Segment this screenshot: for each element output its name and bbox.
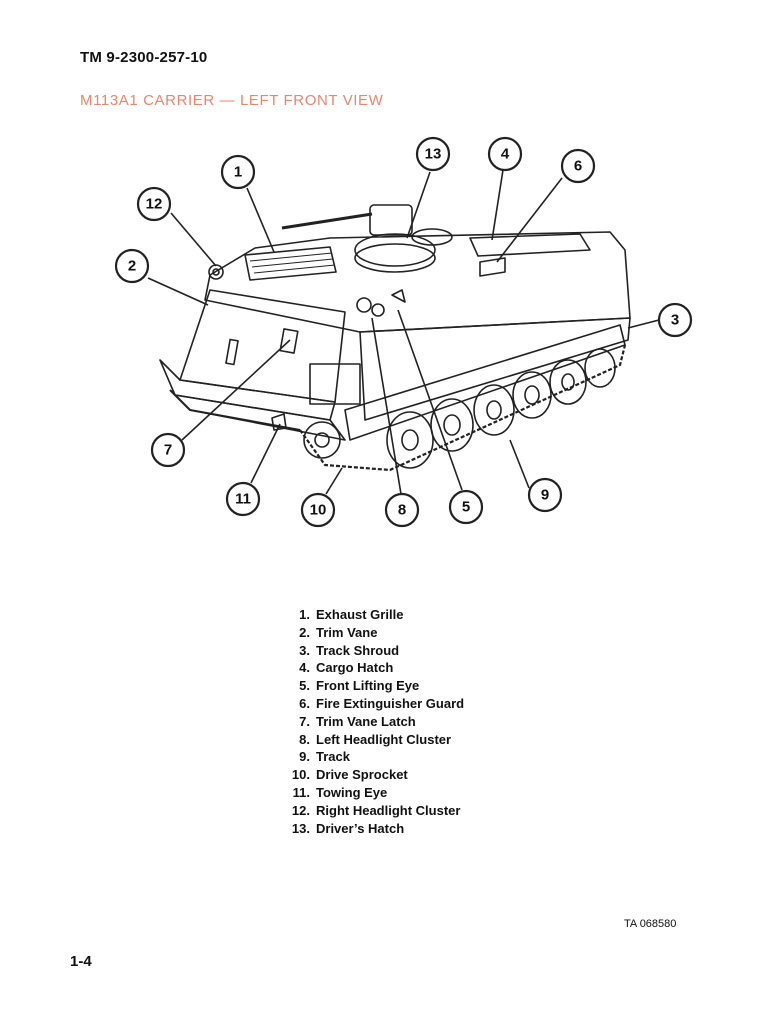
callout-label-12: 12 xyxy=(146,196,163,213)
parts-legend: 1.Exhaust Grille 2.Trim Vane 3.Track Shr… xyxy=(280,606,464,837)
legend-item: 13.Driver’s Hatch xyxy=(291,820,405,836)
commander-cupola xyxy=(354,233,436,267)
legend-label: Drive Sprocket xyxy=(316,767,408,783)
drive-sprocket xyxy=(303,421,341,459)
legend-item: 8.Left Headlight Cluster xyxy=(299,731,452,747)
legend-label: Fire Extinguisher Guard xyxy=(316,695,465,711)
callout-label-4: 4 xyxy=(501,146,510,163)
callout-label-2: 2 xyxy=(128,258,136,275)
track xyxy=(299,344,627,472)
figure-title: M113A1 CARRIER — LEFT FRONT VIEW xyxy=(80,92,384,109)
callout-label-8: 8 xyxy=(398,502,406,519)
callout-label-5: 5 xyxy=(462,499,470,516)
callout-12 xyxy=(136,186,172,222)
legend-item: 6.Fire Extinguisher Guard xyxy=(299,695,465,711)
legend-item: 5.Front Lifting Eye xyxy=(299,678,420,694)
callout-11 xyxy=(225,481,261,517)
legend-item: 3.Track Shroud xyxy=(299,642,400,658)
callout-10 xyxy=(300,492,336,528)
callout-label-11: 11 xyxy=(235,491,251,508)
legend-label: Towing Eye xyxy=(316,784,388,800)
legend-label: Front Lifting Eye xyxy=(316,678,420,694)
legend-label: Trim Vane Latch xyxy=(316,713,416,729)
callout-1 xyxy=(220,154,256,190)
callout-8 xyxy=(384,492,420,528)
callout-9 xyxy=(527,477,563,513)
legend-label: Track xyxy=(316,749,350,765)
callout-label-7: 7 xyxy=(164,442,172,459)
callout-2 xyxy=(114,248,150,284)
callout-3 xyxy=(657,302,693,338)
callout-5 xyxy=(448,489,484,525)
callout-7 xyxy=(150,432,186,468)
ta-number: TA 068580 xyxy=(624,918,677,930)
road-wheels xyxy=(386,348,616,469)
hull-top xyxy=(204,231,631,333)
callout-label-10: 10 xyxy=(310,502,327,519)
legend-label: Driver’s Hatch xyxy=(316,820,405,836)
callout-label-9: 9 xyxy=(541,487,549,504)
hull-side xyxy=(359,317,631,421)
legend-label: Cargo Hatch xyxy=(316,660,394,676)
legend-label: Right Headlight Cluster xyxy=(316,802,461,818)
legend-label: Left Headlight Cluster xyxy=(316,731,452,747)
callout-6 xyxy=(560,148,596,184)
callout-label-6: 6 xyxy=(574,158,582,175)
legend-item: 10.Drive Sprocket xyxy=(291,767,408,783)
legend-item: 11.Towing Eye xyxy=(292,784,388,800)
callout-label-13: 13 xyxy=(425,146,442,163)
legend-item: 1.Exhaust Grille xyxy=(299,607,404,622)
drivers-hatch xyxy=(411,228,453,246)
legend-item: 2.Trim Vane xyxy=(299,624,378,640)
legend-item: 7.Trim Vane Latch xyxy=(299,713,416,729)
legend-label: Exhaust Grille xyxy=(316,607,404,622)
exhaust-grille xyxy=(244,246,337,281)
legend-item: 9.Track xyxy=(299,749,350,765)
callout-13 xyxy=(415,136,451,172)
legend-label: Trim Vane xyxy=(316,624,378,640)
tm-number: TM 9-2300-257-10 xyxy=(80,49,208,66)
legend-item: 4.Cargo Hatch xyxy=(299,660,394,676)
left-headlight xyxy=(356,297,372,313)
cargo-hatch xyxy=(469,233,591,257)
legend-label: Track Shroud xyxy=(316,642,400,658)
callout-4 xyxy=(487,136,523,172)
callout-label-1: 1 xyxy=(234,164,242,181)
page-number: 1-4 xyxy=(70,953,92,970)
legend-item: 12.Right Headlight Cluster xyxy=(291,802,461,818)
callout-label-3: 3 xyxy=(671,312,679,329)
trim-vane xyxy=(179,289,346,403)
